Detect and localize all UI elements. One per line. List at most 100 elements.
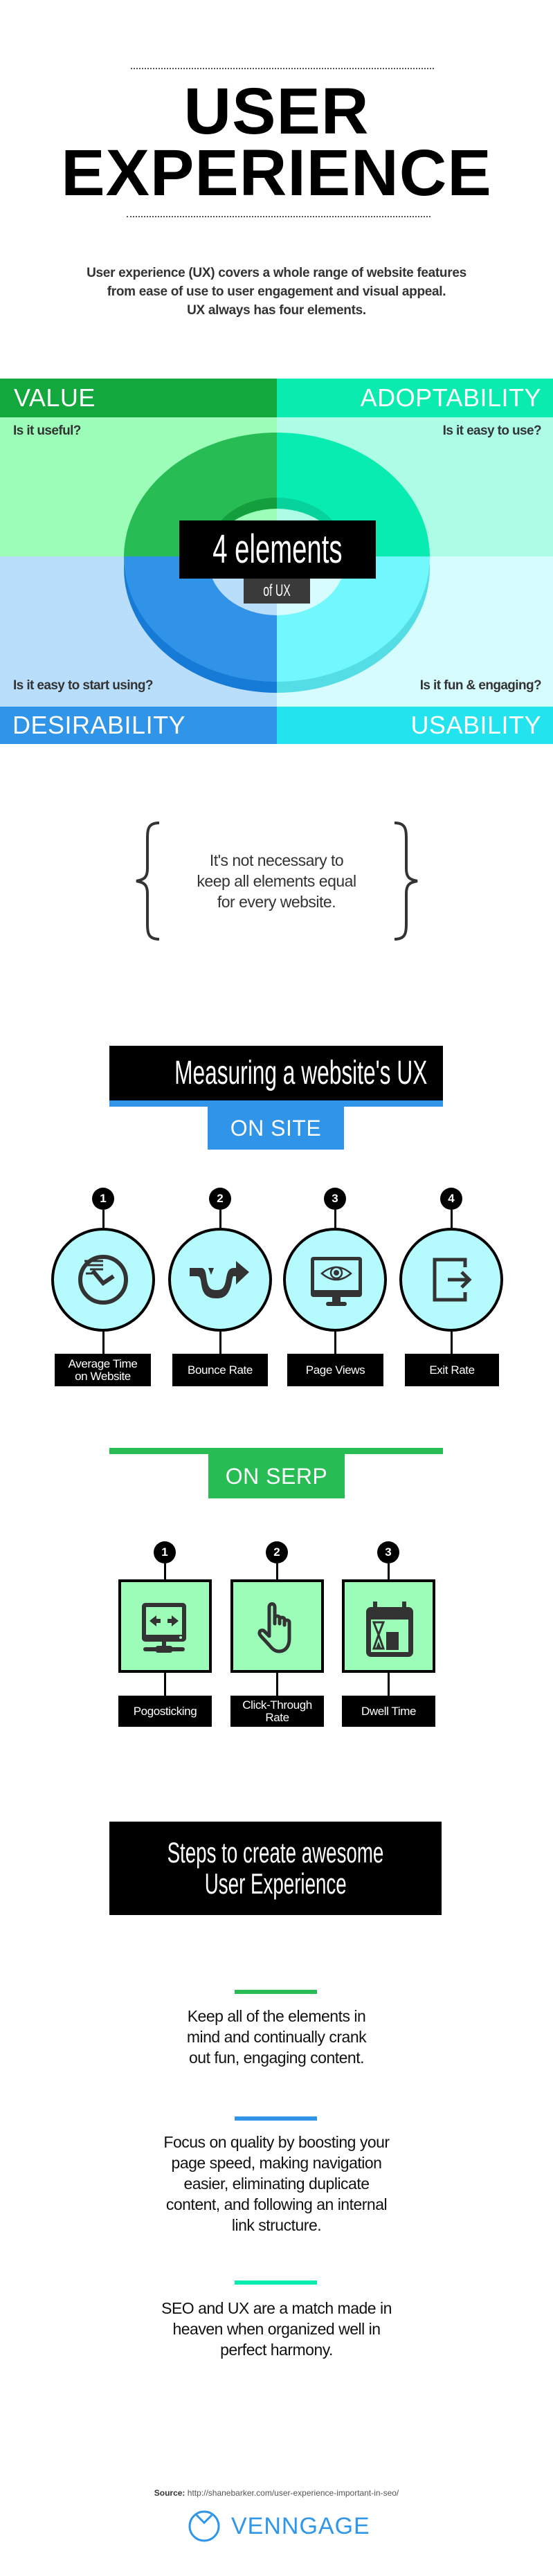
bounce-arrow-icon: [190, 1261, 249, 1298]
clock-icon: [78, 1255, 128, 1305]
metric-circle: [51, 1228, 155, 1332]
metric-label-text: Page Views: [305, 1363, 365, 1377]
exit-door-icon: [433, 1258, 472, 1302]
intro-text: User experience (UX) covers a whole rang…: [0, 264, 553, 320]
connector-line: [334, 1210, 336, 1228]
left-brace-icon: [136, 822, 160, 941]
on-site-label: ON SITE: [230, 1116, 322, 1141]
monitor-arrows-icon: [142, 1603, 186, 1653]
calendar-hourglass-icon: [366, 1602, 413, 1657]
step-3-text: SEO and UX are a match made in heaven wh…: [0, 2298, 553, 2360]
step-line: easier, eliminating duplicate: [183, 2175, 370, 2193]
on-serp-tag: ON SERP: [208, 1454, 345, 1498]
page-title-line2: EXPERIENCE: [61, 136, 492, 210]
steps-title-line: User Experience: [204, 1867, 347, 1900]
on-site-tag: ON SITE: [208, 1107, 344, 1150]
divider-top: [131, 68, 434, 69]
connector-line: [387, 1563, 390, 1579]
source-line: Source: http://shanebarker.com/user-expe…: [0, 2488, 553, 2498]
connector-line: [163, 1563, 166, 1579]
element-label: VALUE: [14, 383, 96, 412]
band-value: VALUE: [0, 379, 277, 417]
metric-label-text: Exit Rate: [429, 1363, 475, 1377]
band-adoptability: ADOPTABILITY: [277, 379, 553, 417]
center-subtitle: of UX: [263, 581, 291, 600]
pointer-hand-icon: [257, 1602, 291, 1653]
step-1-text: Keep all of the elements in mind and con…: [0, 2006, 553, 2068]
band-usability: USABILITY: [277, 707, 553, 744]
step-line: mind and continually crank: [186, 2028, 367, 2046]
connector-line: [275, 1673, 278, 1696]
measuring-title-box: Measuring a website's UX: [109, 1046, 443, 1100]
connector-line: [219, 1332, 221, 1354]
connector-line: [102, 1210, 105, 1228]
number-badge: 1: [154, 1541, 176, 1563]
steps-title-line: Steps to create awesome: [167, 1836, 384, 1869]
divider-bottom: [127, 216, 430, 217]
metric-label-text: Bounce Rate: [188, 1363, 253, 1377]
measuring-title: Measuring a website's UX: [174, 1055, 428, 1091]
connector-line: [450, 1210, 453, 1228]
intro-line: from ease of use to user engagement and …: [107, 284, 446, 299]
note-text: It's not necessary to keep all elements …: [0, 850, 553, 912]
connector-line: [334, 1332, 336, 1354]
step-line: link structure.: [231, 2216, 322, 2234]
source-url[interactable]: http://shanebarker.com/user-experience-i…: [187, 2488, 399, 2498]
center-subtitle-box: of UX: [244, 579, 310, 604]
note-line: It's not necessary to: [209, 851, 344, 869]
venngage-logo-icon: [188, 2510, 220, 2542]
metric-box: [118, 1579, 212, 1673]
metric-label-text: Pogosticking: [133, 1704, 197, 1718]
elements-quadrants: VALUE ADOPTABILITY DESIRABILITY USABILIT…: [0, 379, 553, 744]
step-3-divider: [235, 2280, 317, 2285]
step-1-divider: [235, 1990, 317, 1994]
number-badge: 1: [92, 1188, 114, 1210]
steps-title-box: Steps to create awesome User Experience: [109, 1822, 442, 1915]
question-desirability: Is it easy to start using?: [13, 678, 154, 693]
venngage-logo: VENNGAGE: [187, 2510, 370, 2543]
number-badge: 2: [209, 1188, 231, 1210]
metric-circle: [399, 1228, 503, 1332]
number-badge: 4: [440, 1188, 462, 1210]
metric-box: [230, 1579, 324, 1673]
monitor-eye-icon: [311, 1257, 362, 1306]
step-line: heaven when organized well in: [172, 2320, 381, 2338]
step-line: perfect harmony.: [220, 2341, 333, 2359]
connector-line: [219, 1210, 221, 1228]
braces: [136, 822, 418, 941]
connector-line: [450, 1332, 453, 1354]
intro-line: UX always has four elements.: [187, 303, 366, 318]
note-line: keep all elements equal: [197, 872, 356, 890]
element-label: ADOPTABILITY: [360, 383, 541, 412]
step-line: Keep all of the elements in: [187, 2007, 366, 2025]
step-line: content, and following an internal: [165, 2195, 388, 2213]
connector-line: [275, 1563, 278, 1579]
question-value: Is it useful?: [13, 424, 81, 438]
right-brace-icon: [394, 822, 418, 941]
step-2-text: Focus on quality by boosting your page s…: [0, 2132, 553, 2235]
metric-label: Page Views: [287, 1354, 383, 1386]
element-label: USABILITY: [410, 711, 541, 739]
connector-line: [387, 1673, 390, 1696]
metric-label: Bounce Rate: [172, 1354, 268, 1386]
metric-label-text: Dwell Time: [361, 1704, 417, 1718]
center-title-box: 4 elements: [179, 520, 376, 579]
donut-graphic: [124, 433, 430, 693]
band-desirability: DESIRABILITY: [0, 707, 277, 744]
step-line: SEO and UX are a match made in: [161, 2299, 392, 2317]
metric-label: Dwell Time: [342, 1696, 435, 1727]
question-usability: Is it fun & engaging?: [419, 678, 542, 693]
metric-label: Pogosticking: [118, 1696, 212, 1727]
intro-line: User experience (UX) covers a whole rang…: [87, 266, 466, 280]
source-label: Source:: [154, 2488, 185, 2498]
number-badge: 3: [377, 1541, 399, 1563]
connector-line: [163, 1673, 166, 1696]
page-title-line1: USER: [183, 75, 370, 148]
on-site-accent-bar: [109, 1100, 443, 1107]
note-line: for every website.: [217, 893, 336, 911]
on-serp-label: ON SERP: [225, 1464, 328, 1489]
element-label: DESIRABILITY: [12, 711, 186, 739]
